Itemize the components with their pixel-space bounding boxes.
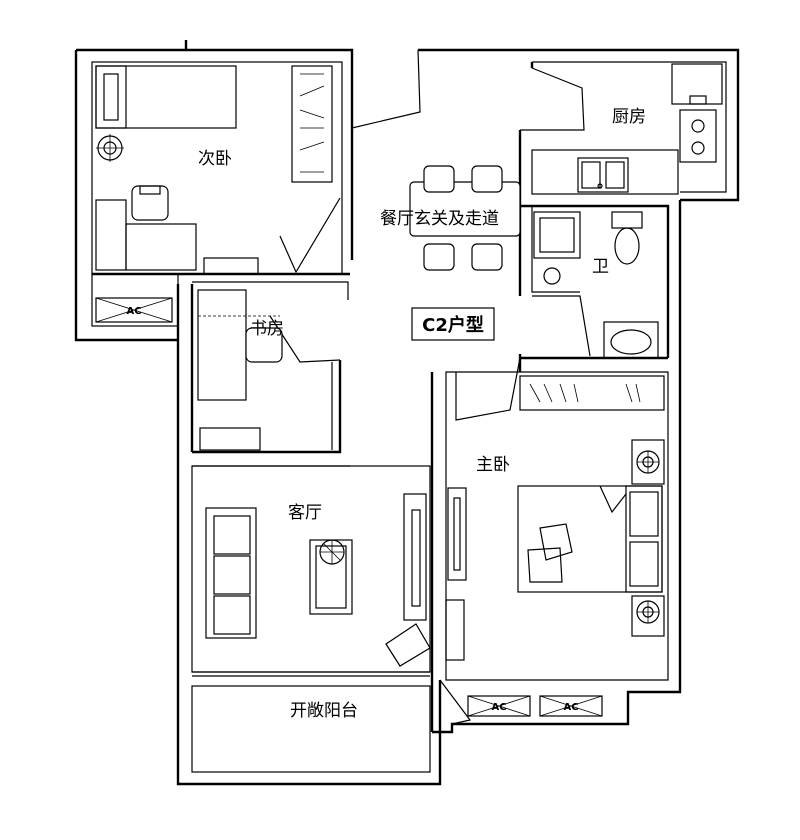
ac-label: AC [491,702,506,713]
room-label-second-bedroom: 次卧 [198,149,232,169]
dining-table [409,181,521,237]
bed [95,65,237,129]
room-label-living-room: 客厅 [288,503,322,523]
armchair [385,623,431,667]
room-label-master-bedroom: 主卧 [476,455,510,475]
room-label-balcony: 开敞阳台 [290,701,358,721]
interior-walls [91,61,727,773]
study-furniture [197,289,333,451]
wardrobe [291,65,333,183]
bathroom-fixtures [533,211,659,359]
sink-icon [577,157,629,193]
fridge [671,63,723,105]
unit-type-badge: C2户型 [411,307,495,341]
lamp-icon [636,450,660,474]
doors [269,49,591,725]
room-label-dining: 餐厅玄关及走道 [380,209,499,229]
room-label-kitchen: 厨房 [612,107,646,127]
lamp-icon [96,134,124,162]
lamp-icon [636,600,660,624]
ac-label: AC [563,702,578,713]
living-room-furniture [205,493,431,667]
study-chair [245,327,283,363]
washbasin-icon [603,321,659,359]
ac-unit-1: AC [95,297,173,323]
second-bedroom-furniture [95,65,333,275]
kitchen-fixtures [577,63,723,193]
exterior-walls [74,40,740,786]
room-label-bathroom: 卫 [592,257,609,277]
tv-cabinet [447,487,467,581]
wardrobe [519,375,665,411]
unit-type-label: C2户型 [422,314,484,336]
ac-unit-3: AC [539,695,603,717]
toilet-icon [611,211,643,265]
ac-label: AC [126,306,141,317]
desk-chair [131,185,169,221]
drain-icon [543,267,561,285]
bed [517,485,663,593]
stove-icon [679,109,717,163]
master-bedroom-furniture [445,375,665,661]
ac-unit-2: AC [467,695,531,717]
dining-furniture [409,165,521,271]
tv-cabinet [403,493,427,621]
room-label-study: 书房 [250,319,284,339]
